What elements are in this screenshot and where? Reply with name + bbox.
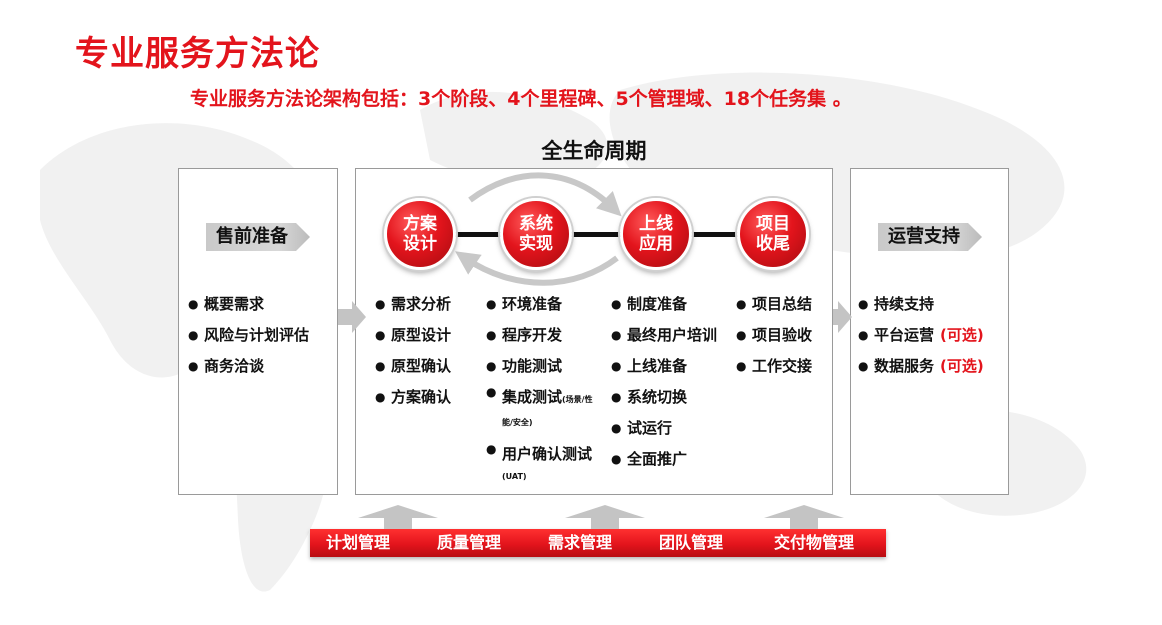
- management-domain: 计划管理: [326, 533, 391, 552]
- management-domain: 质量管理: [437, 533, 502, 552]
- presales-banner: 售前准备: [206, 223, 310, 251]
- operations-banner: 运营支持: [878, 223, 982, 251]
- forward-arc: [468, 172, 622, 217]
- feedback-arc: [455, 251, 619, 286]
- design-task: 方案确认: [375, 382, 451, 413]
- design-task: 原型设计: [375, 320, 451, 351]
- implementation-task: 功能测试: [486, 351, 596, 382]
- task-note: (UAT): [502, 472, 527, 481]
- closure-task-list: 项目总结 项目验收 工作交接: [736, 289, 812, 382]
- milestone-label: 方案: [403, 214, 437, 234]
- iteration-arcs: [455, 172, 622, 286]
- management-domains-bar: 计划管理 质量管理 需求管理 团队管理 交付物管理: [310, 529, 886, 557]
- task-text: 集成测试: [502, 388, 563, 406]
- go-live-task: 最终用户培训: [611, 320, 717, 351]
- go-live-task: 全面推广: [611, 444, 717, 475]
- milestone-label: 收尾: [756, 234, 790, 254]
- page-title: 专业服务方法论: [75, 34, 320, 74]
- implementation-task: 程序开发: [486, 320, 596, 351]
- design-task-list: 需求分析 原型设计 原型确认 方案确认: [375, 289, 451, 413]
- operations-task: 持续支持: [858, 289, 984, 320]
- task-note: (场景/性能/安全): [502, 395, 593, 427]
- milestone-label: 设计: [403, 234, 437, 254]
- milestone-closure: 项目收尾: [737, 198, 809, 270]
- optional-tag: (可选): [940, 326, 984, 344]
- operations-task-list: 持续支持 平台运营 (可选) 数据服务 (可选): [858, 289, 984, 382]
- milestone-label: 应用: [639, 234, 673, 254]
- lifecycle-title: 全生命周期: [541, 139, 647, 163]
- go-live-task: 系统切换: [611, 382, 717, 413]
- milestone-go-live: 上线应用: [620, 198, 692, 270]
- page-subtitle: 专业服务方法论架构包括：3个阶段、4个里程碑、5个管理域、18个任务集 。: [190, 88, 852, 110]
- go-live-task: 制度准备: [611, 289, 717, 320]
- presales-task-list: 概要需求 风险与计划评估 商务洽谈: [188, 289, 309, 382]
- task-text: 用户确认测试: [502, 445, 593, 463]
- management-domain: 交付物管理: [774, 533, 855, 552]
- go-live-task: 试运行: [611, 413, 717, 444]
- milestone-label: 实现: [519, 234, 553, 254]
- design-task: 原型确认: [375, 351, 451, 382]
- milestone-connector: [691, 232, 740, 237]
- go-live-task-list: 制度准备 最终用户培训 上线准备 系统切换 试运行 全面推广: [611, 289, 717, 475]
- milestone-design: 方案设计: [384, 198, 456, 270]
- design-task: 需求分析: [375, 289, 451, 320]
- presales-task: 风险与计划评估: [188, 320, 309, 351]
- milestone-label: 上线: [639, 214, 673, 234]
- closure-task: 工作交接: [736, 351, 812, 382]
- operations-task: 平台运营 (可选): [858, 320, 984, 351]
- closure-task: 项目总结: [736, 289, 812, 320]
- milestone-connector: [571, 232, 623, 237]
- management-domain: 需求管理: [548, 533, 613, 552]
- presales-task: 商务洽谈: [188, 351, 309, 382]
- milestone-connector: [455, 232, 503, 237]
- go-live-task: 上线准备: [611, 351, 717, 382]
- operations-task: 数据服务 (可选): [858, 351, 984, 382]
- optional-tag: (可选): [940, 357, 984, 375]
- milestone-label: 系统: [519, 214, 553, 234]
- task-text: 数据服务: [874, 357, 935, 375]
- presales-task: 概要需求: [188, 289, 309, 320]
- milestone-label: 项目: [756, 214, 790, 234]
- task-text: 持续支持: [874, 295, 935, 313]
- closure-task: 项目验收: [736, 320, 812, 351]
- management-domain: 团队管理: [659, 533, 724, 552]
- implementation-task: 集成测试(场景/性能/安全): [486, 382, 596, 439]
- implementation-task: 环境准备: [486, 289, 596, 320]
- task-text: 平台运营: [874, 326, 935, 344]
- implementation-task-list: 环境准备 程序开发 功能测试 集成测试(场景/性能/安全) 用户确认测试 (UAT…: [486, 289, 596, 493]
- implementation-task: 用户确认测试 (UAT): [486, 439, 596, 493]
- milestone-implementation: 系统实现: [500, 198, 572, 270]
